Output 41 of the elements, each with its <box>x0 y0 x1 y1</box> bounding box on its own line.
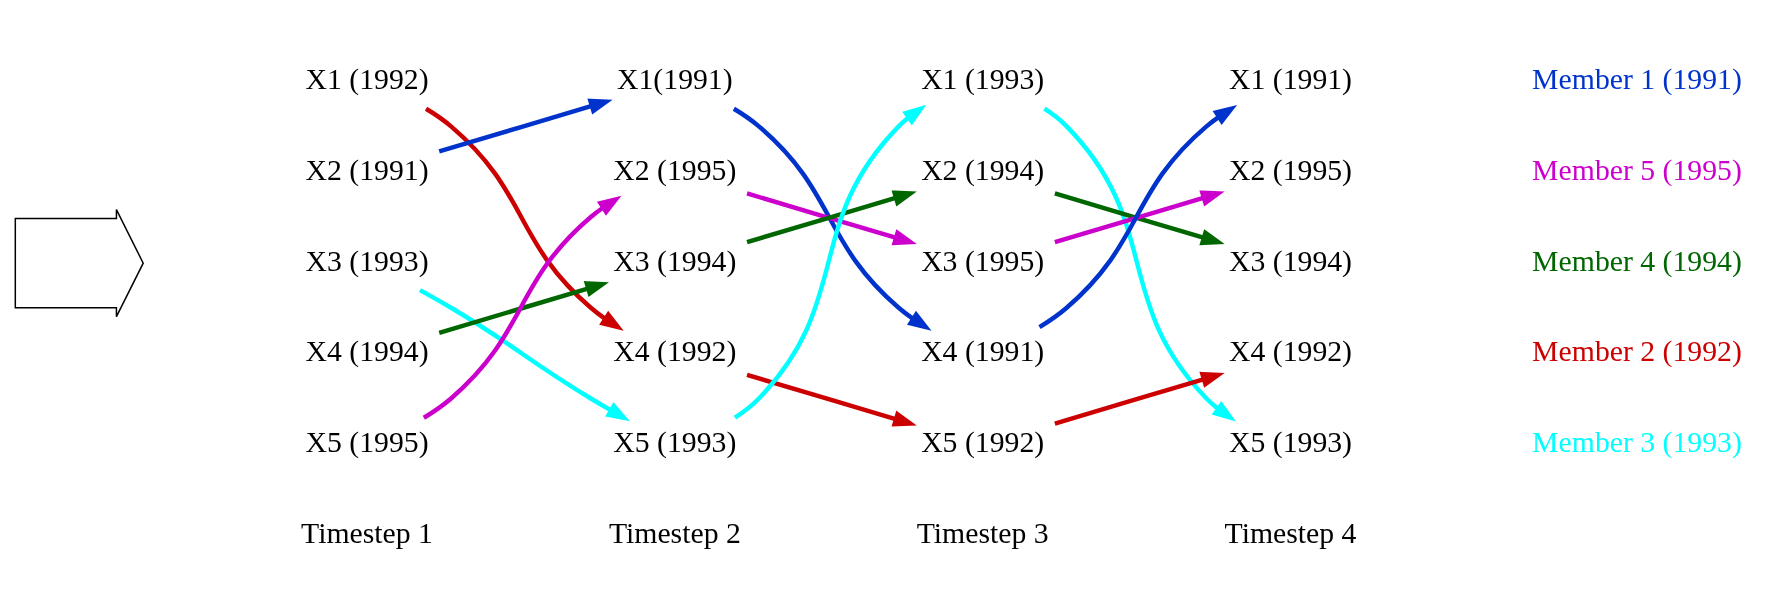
arrow <box>733 104 927 419</box>
legend-label: Member 4 (1994) <box>1532 243 1742 277</box>
node-text: X4 (1992) <box>613 333 737 367</box>
node-text: X2 (1991) <box>305 152 429 186</box>
node-text: X3 (1994) <box>1228 243 1353 277</box>
legend-label: Member 2 (1992) <box>1532 333 1742 367</box>
node-text: X5 (1993) <box>1228 424 1353 458</box>
arrow <box>418 287 631 421</box>
node-text: X3 (1994) <box>613 243 737 277</box>
label: Timestep 3 <box>916 515 1049 549</box>
node-text: X1 (1993) <box>921 61 1045 95</box>
label: Timestep 2 <box>608 515 741 549</box>
node-text: X5 (1995) <box>305 424 429 458</box>
legend-label: Member 1 (1991) <box>1532 61 1742 95</box>
node-text: X3 (1993) <box>305 243 429 277</box>
arrow <box>1054 371 1225 426</box>
arrow <box>438 280 609 335</box>
node-text: X4 (1991) <box>921 333 1045 367</box>
node-text: X4 (1994) <box>305 333 429 367</box>
node-text: X1 (1991) <box>1228 61 1353 95</box>
node-text: X5 (1993) <box>613 424 737 458</box>
arrow <box>1043 106 1236 421</box>
label: Timestep 4 <box>1224 515 1357 549</box>
node-text: X1(1991) <box>617 61 733 95</box>
node-text: X4 (1992) <box>1228 333 1353 367</box>
arrow <box>438 98 613 154</box>
node-text: X3 (1995) <box>921 243 1045 277</box>
node-text: X2 (1995) <box>1228 152 1353 186</box>
legend-label: Member 3 (1993) <box>1532 424 1742 458</box>
node-text: X1 (1992) <box>305 61 429 95</box>
node-text: X2 (1994) <box>921 152 1045 186</box>
node-text: X5 (1992) <box>921 424 1045 458</box>
arrow <box>732 106 932 331</box>
node-arrow <box>14 208 145 317</box>
legend-label: Member 5 (1995) <box>1532 152 1742 186</box>
node-text: X2 (1995) <box>613 152 737 186</box>
arrow <box>1038 104 1238 329</box>
arrow <box>422 195 622 420</box>
arrow <box>746 372 917 427</box>
label: Timestep 1 <box>301 515 433 549</box>
arrow <box>424 106 624 331</box>
